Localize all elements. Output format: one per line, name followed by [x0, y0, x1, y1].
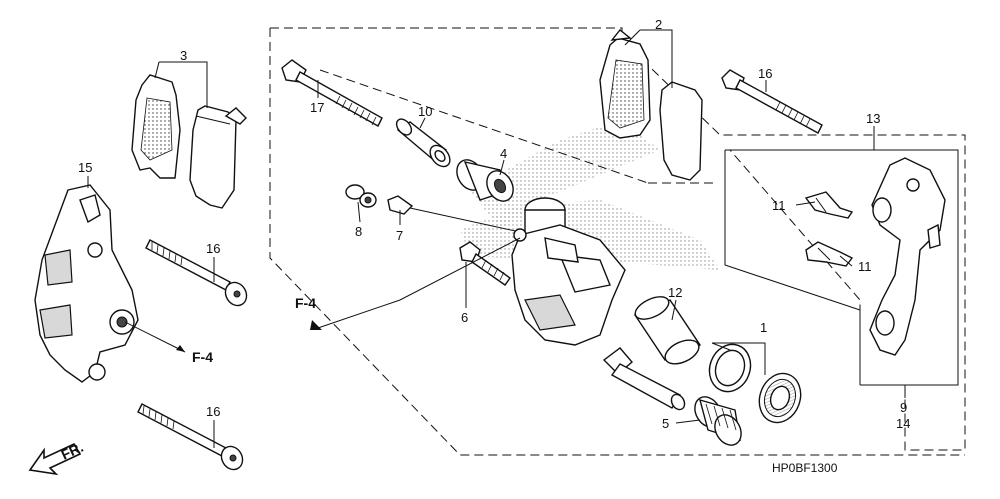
callout-2: 2 — [655, 17, 662, 32]
callout-7: 7 — [396, 228, 403, 243]
pin-sleeve-10 — [395, 118, 451, 168]
caliper-bracket-9 — [869, 157, 946, 356]
callout-16-left-lower: 16 — [206, 404, 220, 419]
callout-14: 14 — [896, 416, 910, 431]
bolt-16-lower-left — [137, 403, 244, 471]
bolt-16-upper-right — [721, 69, 823, 134]
callout-16-left-upper: 16 — [206, 241, 220, 256]
callout-16-upper-right: 16 — [758, 66, 772, 81]
bolt-16-upper-left — [145, 239, 248, 307]
f4-arrow-center — [310, 237, 521, 330]
pad-spring-11-upper — [804, 191, 854, 219]
callout-10: 10 — [418, 104, 432, 119]
leader-lines — [87, 29, 906, 448]
pin-boot-4 — [456, 159, 514, 202]
callout-12: 12 — [668, 285, 682, 300]
caliper-assembly-left — [34, 184, 139, 383]
caliper-body-center — [511, 197, 626, 346]
pad-spring-11-lower — [805, 241, 854, 267]
callout-5: 5 — [662, 416, 669, 431]
pin-boot-5 — [694, 396, 742, 446]
diagram-code: HP0BF1300 — [772, 461, 838, 475]
callout-13: 13 — [866, 111, 880, 126]
callout-8: 8 — [355, 224, 362, 239]
callout-1: 1 — [760, 320, 767, 335]
f4-label-left: F-4 — [192, 349, 213, 365]
callout-4: 4 — [500, 146, 507, 161]
bolt-6 — [459, 241, 511, 286]
callout-17: 17 — [310, 100, 324, 115]
callout-11-upper: 11 — [772, 198, 786, 213]
callout-15: 15 — [78, 160, 92, 175]
front-direction-arrow: FR. — [28, 439, 86, 476]
front-label: FR. — [59, 439, 86, 463]
bolt-17 — [281, 59, 383, 127]
bracket-box — [724, 149, 959, 386]
piston-12 — [633, 296, 702, 365]
assembly-boundary — [269, 27, 966, 456]
callout-3: 3 — [180, 48, 187, 63]
slide-pin — [602, 347, 686, 411]
callout-11-lower: 11 — [858, 259, 872, 274]
brake-pads-left — [131, 74, 247, 209]
f4-arrow-left — [124, 321, 186, 353]
bleeder-cap-8 — [345, 184, 377, 208]
callout-6: 6 — [461, 310, 468, 325]
f4-label-center: F-4 — [295, 295, 316, 311]
brake-pads-right — [599, 29, 703, 181]
callout-9: 9 — [900, 400, 907, 415]
piston-seal-1 — [708, 343, 802, 424]
bleeder-screw-7 — [387, 195, 521, 233]
